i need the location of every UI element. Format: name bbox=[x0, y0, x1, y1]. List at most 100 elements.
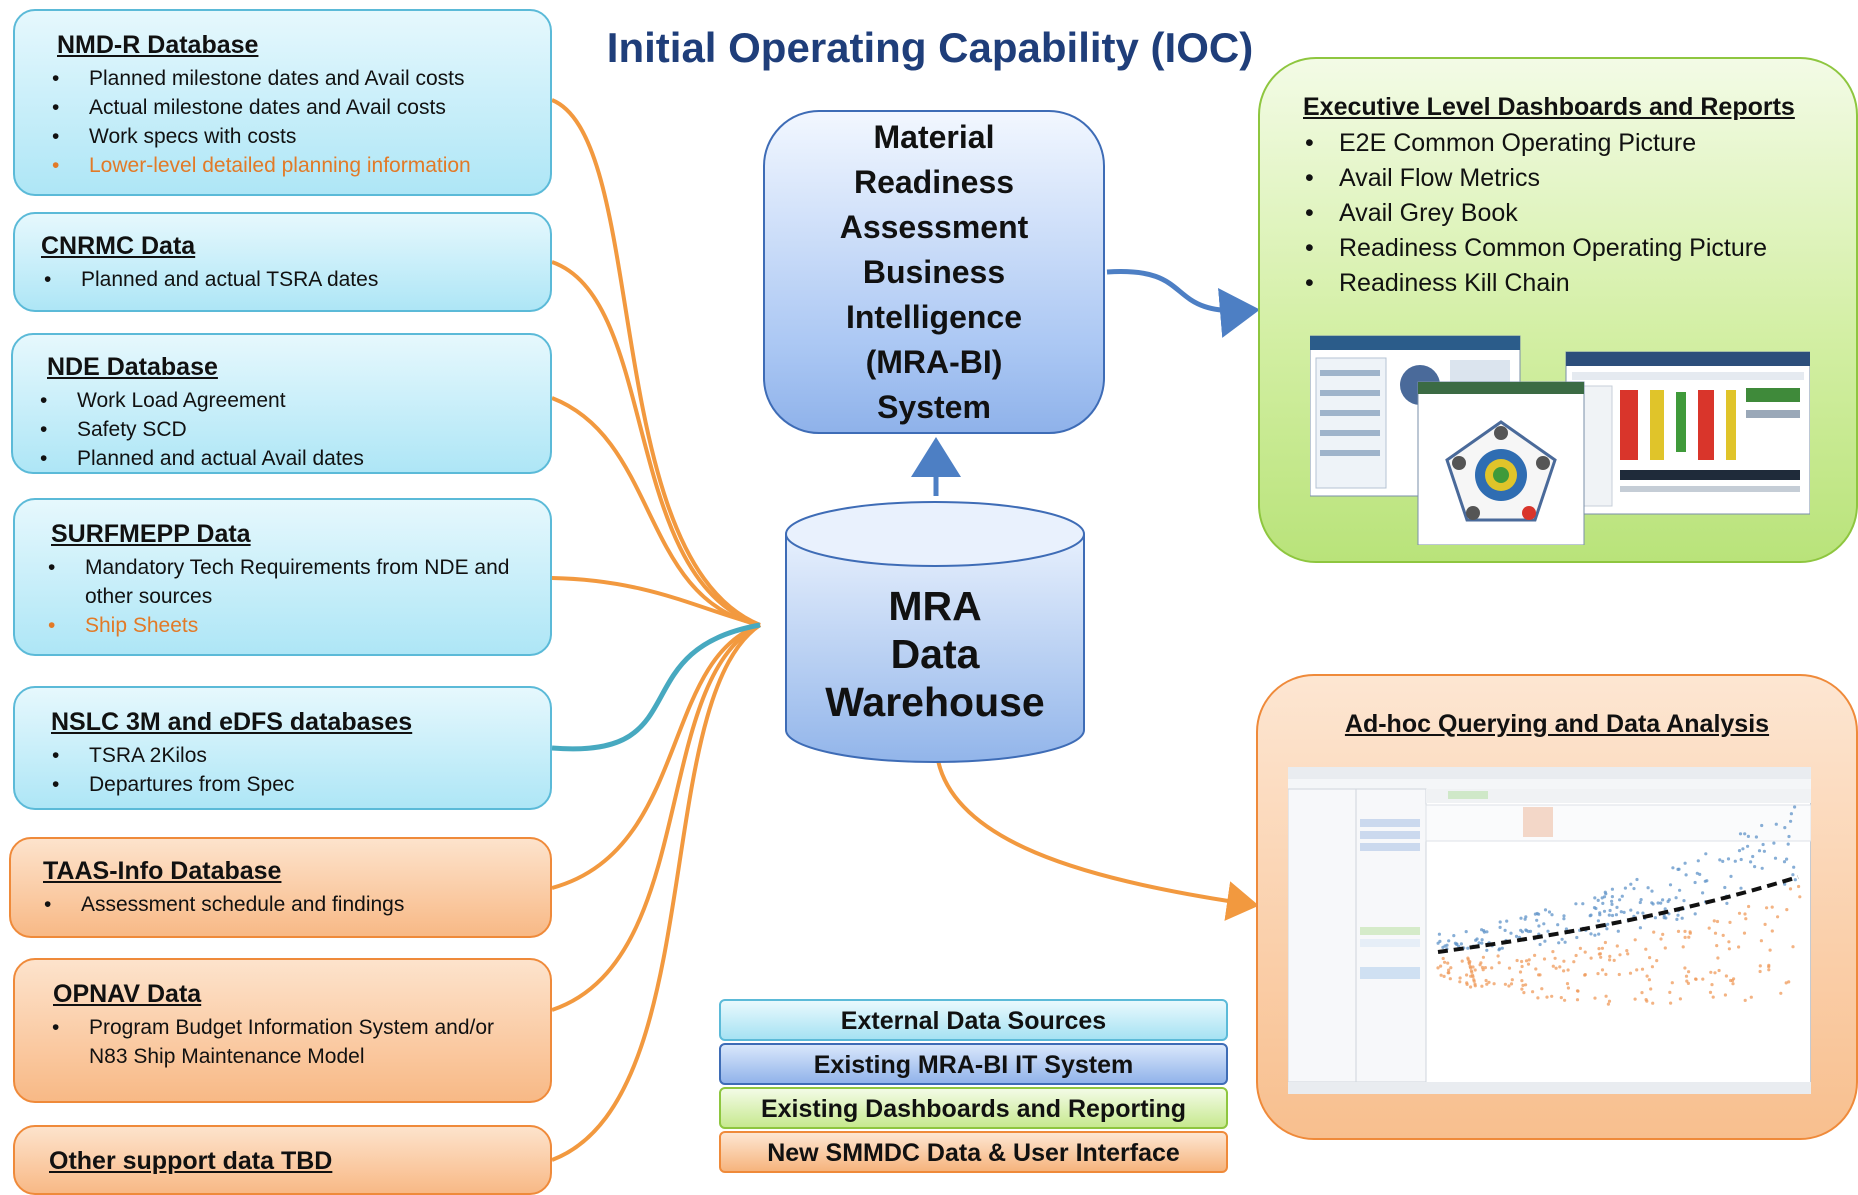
scatter-point bbox=[1774, 822, 1778, 826]
scatter-point bbox=[1558, 965, 1562, 969]
connector-taas bbox=[551, 623, 761, 890]
scatter-point bbox=[1487, 980, 1491, 984]
source-item: Safety SCD bbox=[37, 415, 524, 444]
scatter-point bbox=[1485, 982, 1489, 986]
source-title: CNRMC Data bbox=[41, 232, 196, 260]
scatter-point bbox=[1447, 939, 1451, 943]
scatter-point bbox=[1566, 968, 1570, 972]
scatter-point bbox=[1597, 952, 1601, 956]
scatter-point bbox=[1662, 916, 1666, 920]
source-title: TAAS-Info Database bbox=[43, 857, 282, 885]
source-opnav-data: OPNAV Data Program Budget Information Sy… bbox=[13, 958, 552, 1103]
scatter-point bbox=[1645, 999, 1649, 1003]
mra-bi-line: Assessment bbox=[839, 208, 1029, 245]
source-item: Assessment schedule and findings bbox=[41, 890, 524, 919]
scatter-point bbox=[1749, 860, 1753, 864]
scatter-point bbox=[1533, 953, 1537, 957]
scatter-point bbox=[1747, 904, 1751, 909]
scatter-points-group bbox=[1436, 805, 1802, 1006]
connector-cnrmc bbox=[551, 260, 761, 627]
scatter-point bbox=[1593, 996, 1597, 1000]
scatter-point bbox=[1678, 997, 1682, 1001]
scatter-point bbox=[1578, 946, 1582, 950]
scatter-point bbox=[1490, 966, 1494, 970]
scatter-point bbox=[1784, 981, 1788, 985]
scatter-point bbox=[1743, 912, 1747, 916]
scatter-point bbox=[1520, 959, 1524, 964]
scatter-point bbox=[1683, 929, 1687, 933]
scatter-point bbox=[1521, 983, 1525, 987]
scatter-point bbox=[1772, 841, 1776, 845]
scatter-point bbox=[1540, 987, 1544, 991]
connector-opnav bbox=[551, 623, 761, 1012]
scatter-point bbox=[1599, 955, 1603, 959]
scatter-point bbox=[1452, 934, 1456, 938]
scatter-point bbox=[1669, 1001, 1673, 1005]
adhoc-title: Ad-hoc Querying and Data Analysis bbox=[1344, 710, 1770, 738]
scatter-point bbox=[1572, 960, 1576, 964]
source-title: Other support data TBD bbox=[49, 1147, 333, 1175]
scatter-point bbox=[1758, 964, 1762, 968]
scatter-point bbox=[1770, 929, 1774, 933]
scatter-point bbox=[1608, 908, 1612, 913]
scatter-point bbox=[1480, 938, 1484, 942]
scatter-point bbox=[1787, 980, 1791, 984]
scatter-point bbox=[1455, 942, 1459, 946]
scatter-point bbox=[1715, 944, 1719, 948]
scatter-point bbox=[1655, 959, 1659, 963]
scatter-point bbox=[1574, 902, 1578, 906]
scatter-point bbox=[1636, 911, 1640, 915]
scatter-point bbox=[1708, 990, 1713, 994]
scatter-point bbox=[1600, 896, 1604, 900]
scatter-point bbox=[1647, 978, 1651, 982]
connector-nmdr bbox=[551, 98, 761, 627]
scatter-point bbox=[1437, 932, 1441, 936]
scatter-point bbox=[1551, 964, 1555, 968]
scatter-point bbox=[1469, 966, 1473, 970]
scatter-point bbox=[1612, 958, 1616, 962]
scatter-point bbox=[1620, 894, 1624, 898]
executive-item: E2E Common Operating Picture bbox=[1303, 126, 1826, 161]
scatter-point bbox=[1785, 908, 1789, 912]
scatter-point bbox=[1602, 909, 1607, 913]
scatter-point bbox=[1632, 887, 1636, 891]
scatter-point bbox=[1589, 956, 1593, 960]
executive-title: Executive Level Dashboards and Reports bbox=[1303, 93, 1795, 121]
scatter-point bbox=[1596, 919, 1600, 923]
scatter-point bbox=[1793, 805, 1797, 809]
scatter-point bbox=[1761, 842, 1765, 847]
scatter-point bbox=[1542, 922, 1546, 926]
scatter-point bbox=[1562, 914, 1566, 918]
scatter-point bbox=[1773, 856, 1778, 860]
scatter-point bbox=[1575, 935, 1579, 940]
scatter-point bbox=[1713, 971, 1717, 975]
scatter-point bbox=[1500, 946, 1504, 950]
scatter-point bbox=[1520, 987, 1524, 991]
scatter-point bbox=[1741, 847, 1745, 851]
scatter-point bbox=[1581, 902, 1585, 906]
source-item: Work specs with costs bbox=[49, 122, 524, 151]
scatter-point bbox=[1617, 972, 1621, 977]
scatter-point bbox=[1479, 961, 1483, 965]
scatter-point bbox=[1526, 929, 1531, 934]
connector-mrabi-exec bbox=[1106, 269, 1260, 338]
scatter-point bbox=[1497, 948, 1501, 952]
scatter-point bbox=[1565, 982, 1570, 986]
scatter-point bbox=[1542, 957, 1547, 961]
scatter-point bbox=[1753, 865, 1757, 869]
scatter-point bbox=[1575, 998, 1580, 1002]
scatter-point bbox=[1606, 1002, 1610, 1006]
scatter-point bbox=[1496, 954, 1500, 958]
legend-external-data-sources: External Data Sources bbox=[719, 999, 1228, 1041]
mra-bi-line: System bbox=[877, 388, 991, 425]
scatter-point bbox=[1765, 906, 1769, 910]
scatter-point bbox=[1710, 983, 1714, 987]
scatter-point bbox=[1608, 954, 1612, 958]
scatter-point bbox=[1538, 942, 1542, 947]
scatter-point bbox=[1661, 898, 1665, 902]
scatter-point bbox=[1446, 961, 1450, 965]
mra-data-warehouse: MRA Data Warehouse bbox=[784, 500, 1086, 765]
scatter-point bbox=[1650, 965, 1654, 969]
scatter-point bbox=[1522, 991, 1526, 995]
scatter-point bbox=[1597, 947, 1601, 951]
